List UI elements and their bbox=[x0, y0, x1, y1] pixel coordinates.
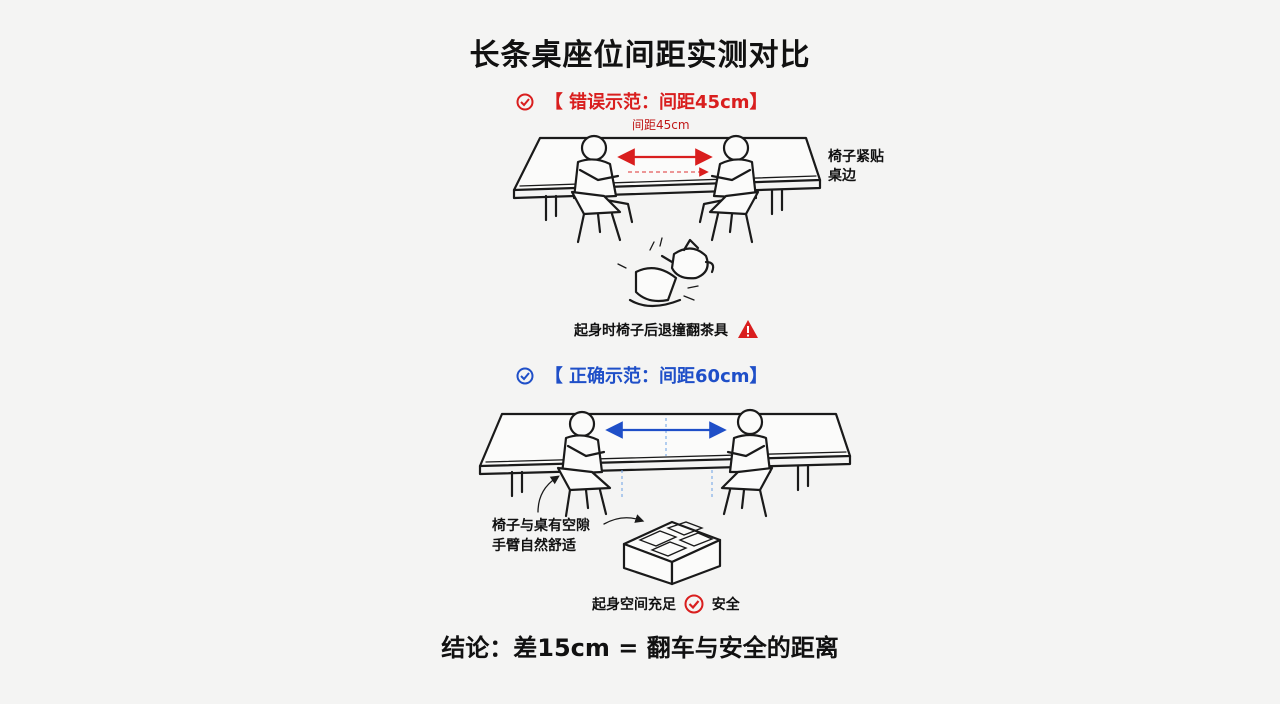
right-scene bbox=[478, 408, 852, 586]
clearance-pointer-arrow bbox=[537, 475, 560, 513]
person-left-wrong bbox=[570, 134, 634, 244]
person-left-right bbox=[556, 410, 623, 518]
person-right-wrong bbox=[698, 134, 760, 244]
person-right-right bbox=[711, 408, 774, 518]
safe-note: 起身空间充足 安全 bbox=[592, 594, 740, 614]
clearance-note-line2: 手臂自然舒适 bbox=[492, 538, 576, 554]
safe-note-left: 起身空间充足 bbox=[592, 597, 676, 613]
clearance-note: 椅子与桌有空隙 手臂自然舒适 bbox=[492, 516, 590, 556]
check-circle-icon bbox=[516, 93, 534, 116]
chair-tight-note-line1: 椅子紧贴 bbox=[828, 149, 884, 165]
page-title: 长条桌座位间距实测对比 bbox=[469, 38, 811, 73]
spill-note: 起身时椅子后退撞翻茶具 bbox=[574, 319, 759, 343]
check-circle-icon bbox=[684, 594, 704, 614]
gap-arrow-45 bbox=[617, 148, 713, 177]
wrong-example-heading-text: 【 错误示范：间距45cm】 bbox=[544, 92, 768, 113]
chair-tight-note: 椅子紧贴 桌边 bbox=[828, 148, 884, 186]
right-example-heading: 【 正确示范：间距60cm】 bbox=[0, 362, 1280, 390]
tea-tray-box bbox=[622, 520, 722, 586]
spilled-teaware bbox=[617, 237, 715, 308]
wrong-example-heading: 【 错误示范：间距45cm】 bbox=[0, 88, 1280, 116]
conclusion: 结论：差15cm = 翻车与安全的距离 bbox=[441, 634, 839, 662]
arm-pointer-arrow bbox=[603, 514, 645, 525]
chair-tight-note-line2: 桌边 bbox=[828, 168, 856, 184]
clearance-note-line1: 椅子与桌有空隙 bbox=[492, 518, 590, 534]
wrong-scene bbox=[512, 134, 822, 308]
warning-triangle-icon bbox=[737, 319, 759, 343]
safe-note-right: 安全 bbox=[711, 597, 740, 613]
long-table-right bbox=[478, 412, 852, 498]
long-table-wrong bbox=[512, 136, 822, 222]
right-example-heading-text: 【 正确示范：间距60cm】 bbox=[544, 366, 768, 387]
spill-note-text: 起身时椅子后退撞翻茶具 bbox=[574, 323, 728, 339]
check-circle-icon bbox=[516, 367, 534, 390]
gap-label-45: 间距45cm bbox=[632, 118, 690, 132]
